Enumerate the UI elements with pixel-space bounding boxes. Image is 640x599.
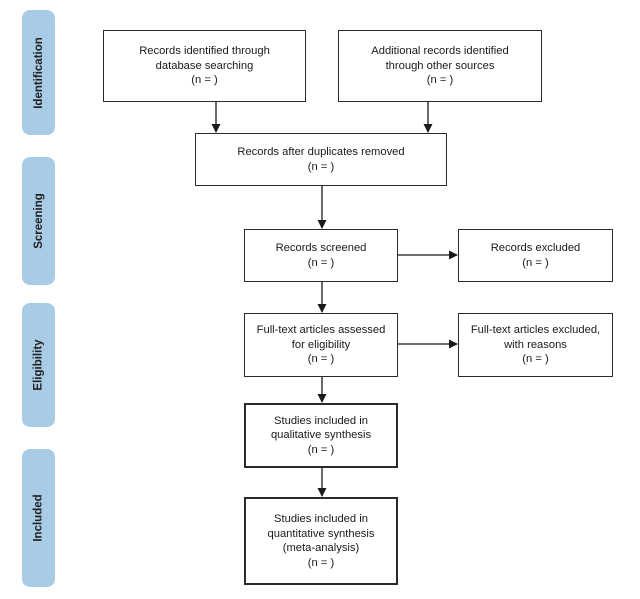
box-fulltext-assessed-line1: Full-text articles assessed [256, 324, 386, 337]
box-duplicates-removed: Records after duplicates removed (n = ) [195, 133, 447, 186]
box-quantitative: Studies included in quantitative synthes… [244, 497, 398, 585]
box-other-sources-count: (n = ) [426, 74, 454, 87]
box-duplicates-removed-count: (n = ) [307, 160, 335, 173]
box-duplicates-removed-line1: Records after duplicates removed [237, 146, 405, 158]
box-excluded: Records excluded (n = ) [458, 229, 613, 282]
box-qualitative-count: (n = ) [307, 443, 335, 456]
box-quantitative-count: (n = ) [307, 556, 335, 569]
box-fulltext-excluded-line1: Full-text articles excluded, [470, 324, 601, 337]
box-excluded-line1: Records excluded [490, 242, 581, 254]
box-other-sources-line1: Additional records identified [371, 45, 509, 58]
box-db-search-line1: Records identified through [139, 45, 270, 58]
box-quantitative-line3: (meta-analysis) [282, 542, 360, 554]
box-db-search: Records identified through database sear… [103, 30, 306, 102]
box-db-search-line2: database searching [155, 59, 254, 72]
phase-identification: Identification [22, 10, 55, 135]
box-screened: Records screened (n = ) [244, 229, 398, 282]
box-fulltext-excluded: Full-text articles excluded, with reason… [458, 313, 613, 377]
box-fulltext-assessed-count: (n = ) [307, 353, 335, 366]
box-db-search-count: (n = ) [191, 74, 218, 87]
box-qualitative-line1: Studies included in [274, 414, 368, 427]
box-other-sources: Additional records identified through ot… [338, 30, 542, 102]
box-quantitative-line1: Studies included in [274, 513, 368, 525]
box-excluded-count: (n = ) [522, 256, 549, 269]
box-fulltext-assessed: Full-text articles assessed for eligibil… [244, 313, 398, 377]
phase-screening: Screening [22, 157, 55, 285]
phase-included: Included [22, 449, 55, 587]
box-qualitative-line2: qualitative synthesis [270, 429, 372, 442]
box-fulltext-assessed-line2: for eligibility [291, 338, 351, 351]
box-quantitative-line2: quantitative synthesis [267, 527, 375, 540]
box-screened-line1: Records screened [275, 242, 367, 254]
box-fulltext-excluded-count: (n = ) [522, 353, 549, 366]
box-fulltext-excluded-line2: with reasons [504, 338, 567, 351]
phase-eligibility: Eligibility [22, 303, 55, 427]
box-qualitative: Studies included in qualitative synthesi… [244, 403, 398, 468]
box-screened-count: (n = ) [307, 256, 335, 269]
box-other-sources-line2: through other sources [385, 59, 495, 72]
